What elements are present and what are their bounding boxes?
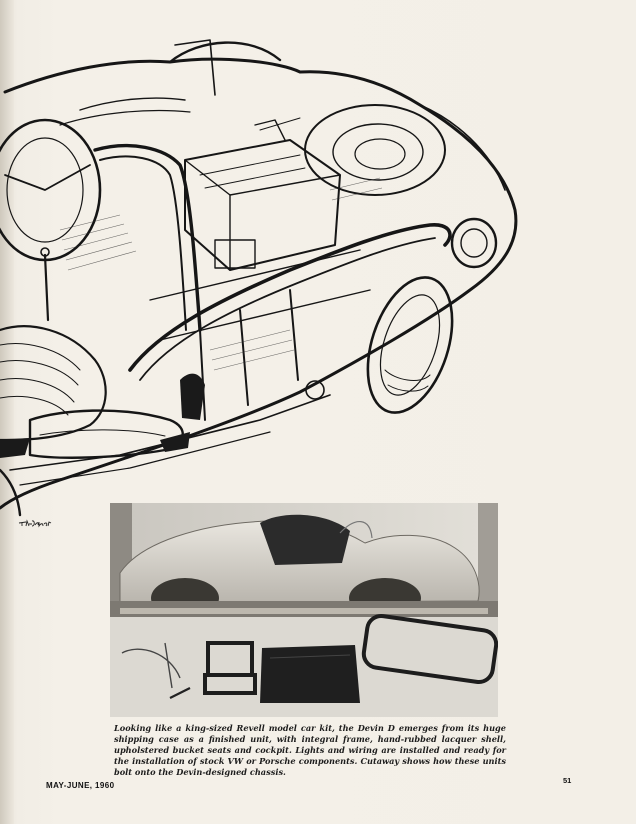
issue-date: MAY-JUNE, 1960 — [46, 781, 115, 790]
artist-signature — [18, 519, 52, 528]
car-body-photo-drawing — [110, 503, 498, 717]
photo-caption: Looking like a king-sized Revell model c… — [114, 723, 506, 777]
car-body-photo — [110, 503, 498, 717]
page-gutter — [0, 0, 14, 824]
car-cutaway-illustration — [0, 39, 518, 517]
page-number: 51 — [563, 776, 572, 785]
